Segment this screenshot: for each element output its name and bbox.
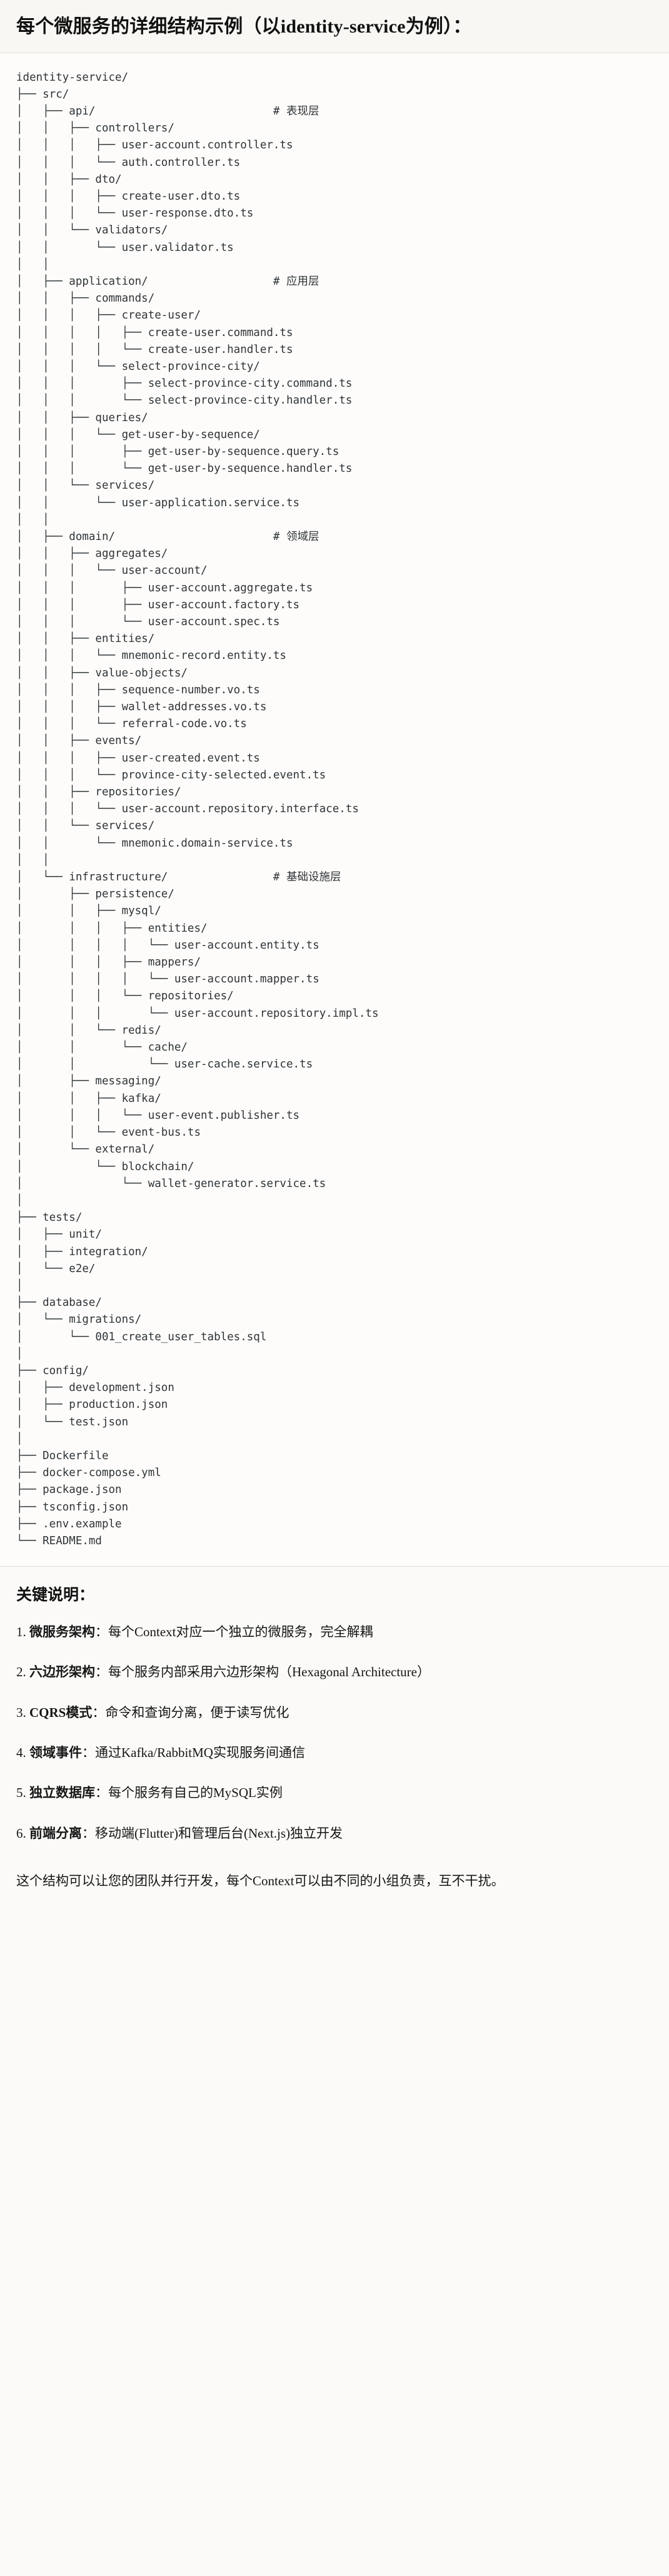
key-notes-heading: 关键说明：	[16, 1587, 95, 1604]
note-term: 领域事件	[29, 1744, 82, 1760]
note-number: 3.	[16, 1704, 26, 1720]
note-body: 每个服务有自己的MySQL实例	[108, 1785, 283, 1801]
note-item: 5. 独立数据库：每个服务有自己的MySQL实例	[16, 1783, 653, 1802]
note-separator: ：	[82, 1825, 95, 1841]
note-separator: ：	[95, 1785, 108, 1801]
note-number: 4.	[16, 1744, 26, 1760]
closing-paragraph: 这个结构可以让您的团队并行开发，每个Context可以由不同的小组负责，互不干扰…	[16, 1873, 505, 1889]
note-item: 2. 六边形架构：每个服务内部采用六边形架构（Hexagonal Archite…	[16, 1662, 653, 1681]
note-body: 移动端(Flutter)和管理后台(Next.js)独立开发	[95, 1825, 343, 1841]
note-term: 前端分离	[29, 1825, 82, 1841]
note-term: 微服务架构	[29, 1624, 95, 1639]
note-item: 4. 领域事件：通过Kafka/RabbitMQ实现服务间通信	[16, 1743, 653, 1762]
note-number: 5.	[16, 1785, 26, 1801]
note-body: 命令和查询分离，便于读写优化	[105, 1704, 289, 1720]
note-separator: ：	[92, 1704, 106, 1720]
note-number: 6.	[16, 1825, 26, 1841]
page-title: 每个微服务的详细结构示例（以identity-service为例）：	[16, 16, 472, 37]
note-item: 3. CQRS模式：命令和查询分离，便于读写优化	[16, 1703, 653, 1722]
note-separator: ：	[95, 1624, 108, 1639]
directory-tree-block: identity-service/ ├── src/ │ ├── api/ # …	[0, 53, 669, 1567]
key-notes-section: 关键说明： 1. 微服务架构：每个Context对应一个独立的微服务，完全解耦 …	[0, 1567, 669, 1913]
note-body: 每个服务内部采用六边形架构（Hexagonal Architecture）	[108, 1664, 430, 1680]
note-body: 通过Kafka/RabbitMQ实现服务间通信	[95, 1744, 305, 1760]
directory-tree: identity-service/ ├── src/ │ ├── api/ # …	[16, 71, 379, 1547]
note-term: 独立数据库	[29, 1785, 95, 1801]
note-body: 每个Context对应一个独立的微服务，完全解耦	[108, 1624, 373, 1639]
note-number: 1.	[16, 1624, 26, 1639]
note-term: CQRS模式	[29, 1704, 93, 1720]
note-term: 六边形架构	[29, 1664, 95, 1680]
note-item: 1. 微服务架构：每个Context对应一个独立的微服务，完全解耦	[16, 1622, 653, 1641]
note-separator: ：	[82, 1744, 95, 1760]
note-number: 2.	[16, 1664, 26, 1680]
note-item: 6. 前端分离：移动端(Flutter)和管理后台(Next.js)独立开发	[16, 1824, 653, 1843]
page-header: 每个微服务的详细结构示例（以identity-service为例）：	[0, 0, 669, 53]
note-separator: ：	[95, 1664, 108, 1680]
